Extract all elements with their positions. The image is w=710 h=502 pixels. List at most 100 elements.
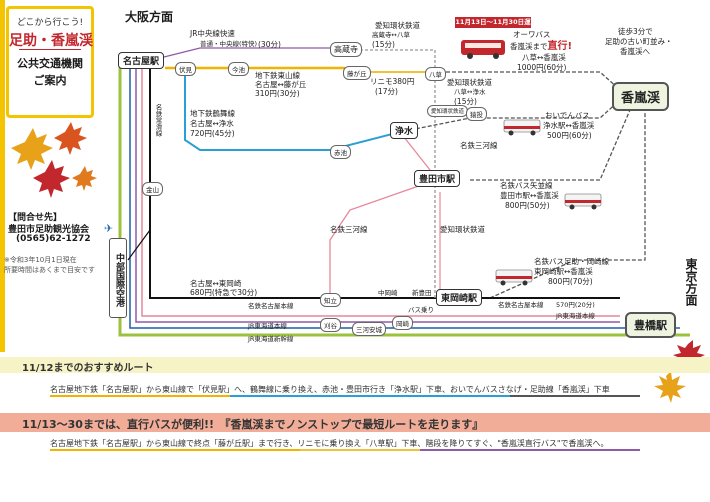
asuke-bus-fare: 800円(70分) [548,277,593,286]
asuke-bus-route: 東岡崎駅↔香嵐渓 [534,267,593,276]
direct-band [0,413,710,432]
route-jr-chuo: JR中央線快速 [190,29,235,38]
note-disclaimer: 所要時間はあくまで目安です [4,266,95,274]
station-josui: 浄水 [390,122,419,139]
station-akaike: 赤池 [330,145,351,159]
station-shin-toyota: 新豊田 [412,289,432,297]
route-jr-tokaido: JR東海道本線 [248,322,287,330]
station-fushimi: 伏見 [175,62,196,76]
route-aikan-mid-sub: 八草↔浄水 [454,88,486,96]
tomoe-bus-name: 名鉄バス矢並線 [500,181,553,190]
contact-phone: (0565)62-1272 [16,234,91,244]
meitetsu-tokoname-line [127,200,151,261]
oiden-bus-icon [503,119,541,136]
route-meitetsu-honsen: 名鉄名古屋本線 [248,302,294,310]
tomoe-bus-fare: 800円(50分) [505,201,550,210]
route-tsurumai: 地下鉄鶴舞線 [190,109,235,118]
route-jr-chuo-sub: 普通・中央線(特快) [200,40,258,48]
oiden-bus-route: 浄水駅↔香嵐渓 [543,121,595,130]
direct-title: 11/13〜30までは、直行バスが便利!! 『香嵐渓までノンストップで最短ルート… [22,418,484,431]
tomoe-bus-route: 豊田市駅↔香嵐渓 [500,191,559,200]
contact-organization: 豊田市足助観光協会 [8,225,90,235]
route-higashiyama: 地下鉄東山線 [255,71,300,80]
autumn-leaves-icon [11,122,97,198]
station-okazaki: 岡崎 [392,316,413,330]
route-meitetsu-mikawa-2: 名鉄三河線 [330,225,368,234]
oiden-bus-fare: 500円(60分) [547,131,592,140]
bus-tomoe-route [470,109,631,181]
route-jr-tokaido-2: JR東海道本線 [556,312,595,320]
station-chiryu: 知立 [320,293,341,307]
station-airport: 中部国際空港 [109,238,127,318]
airplane-icon: ✈ [104,222,113,235]
contact-title: 【問合せ先】 [8,213,63,223]
station-higashi-okazaki: 東岡崎駅 [436,289,483,306]
station-korankei: 香嵐渓 [612,82,670,111]
direction-tokyo: 東京方面 [684,258,698,306]
title-subtitle-1: 公共交通機関 [17,57,83,70]
title-box: どこから行こう! 足助・香嵐渓 公共交通機関 ご案内 [6,6,94,118]
recommend-title: 11/12までのおすすめルート [22,363,154,374]
station-nagoya: 名古屋駅 [118,52,165,69]
route-higashiyama-fare: 310円(30分) [255,89,300,98]
route-aikan-top-time: (15分) [372,40,395,49]
asuke-bus-icon [495,269,533,286]
route-jr-shinkansen: JR東海道新幹線 [248,335,294,343]
bus-oiden-route [409,99,621,131]
tsurumai-line [184,70,401,151]
route-higashiyama-sub: 名古屋↔藤が丘 [255,80,307,89]
route-tsurumai-sub: 名古屋↔浄水 [190,119,234,128]
station-toyota: 豊田市駅 [414,170,461,187]
station-kozoji: 高蔵寺 [330,42,362,57]
recommend-text: 名古屋地下鉄「名古屋駅」から東山線で「伏見駅」へ、鶴舞線に乗り換え、赤池・豊田市… [50,385,610,394]
station-kariya: 刈谷 [320,318,341,332]
direct-bus-route: 八草↔香嵐渓 [522,53,566,62]
tomoe-bus-icon [564,193,602,210]
title-divider [19,49,81,50]
route-aikan-top-sub: 高蔵寺↔八草 [372,31,410,39]
jr-chuo-line [159,47,330,59]
route-toyohashi-fare: 570円(20分) [556,301,595,309]
recommend-underline [50,395,640,397]
station-kanayama: 金山 [142,182,163,196]
route-tsurumai-fare: 720円(45分) [190,129,235,138]
title-subtitle-2: ご案内 [33,74,67,87]
bus-stop-label: バス乗り [408,306,434,314]
station-yakusa: 八草 [425,67,446,81]
direct-bus-desc-em: 直行! [547,41,573,52]
recommend-band [0,357,710,373]
walk-note-1: 徒歩3分で [618,27,653,36]
meitetsu-pink-line [141,68,620,317]
walk-note-2: 足助の古い町並み・ [605,37,673,46]
route-meitetsu-tokoname: 名鉄常滑線 [154,104,162,137]
maple-leaves-icon [654,340,705,403]
green-frame-line [118,60,690,337]
shinkansen-line [129,68,680,329]
jr-tokaido-line [135,68,620,323]
station-mikawa-anjo: 三河安城 [352,322,386,336]
route-meitetsu-honsen-right: 名鉄名古屋本線 [498,301,544,309]
direct-bus-fare: 1000円(60分) [517,63,567,72]
direct-bus-name: オーワバス [513,30,551,39]
direct-underline [50,449,640,451]
route-aikan-mid-time: (15分) [454,97,477,106]
route-jr-chuo-time: (30分) [258,40,281,49]
note-date: ※令和3年10月1日現在 [4,256,77,264]
route-linimo-time: (17分) [375,87,398,96]
asuke-bus-name: 名鉄バス足助・岡崎線 [534,257,609,266]
station-aikan: 愛知環状鉄道 [427,105,469,117]
route-linimo: リニモ380円 [370,77,415,86]
bus-asuke-route [489,112,646,299]
yellow-accent-bar [0,0,5,352]
direct-bus-desc-pre: 香嵐渓まで [510,42,548,51]
direct-text: 名古屋地下鉄「名古屋駅」から東山線で終点「藤が丘駅」まで行き、リニモに乗り換え「… [50,439,609,448]
title-destination: 足助・香嵐渓 [9,33,93,49]
station-toyohashi: 豊橋駅 [625,312,676,338]
direction-osaka: 大阪方面 [125,10,174,24]
direct-bus-banner: 11月13日〜11月30日運行 [455,17,531,37]
route-aikan-top: 愛知環状鉄道 [375,21,420,30]
direct-bus-desc: 香嵐渓まで直行! [510,41,572,53]
title-tagline: どこから行こう! [16,18,84,28]
station-ikiya: 猿投 [466,107,487,121]
station-imaike: 今池 [228,62,249,76]
